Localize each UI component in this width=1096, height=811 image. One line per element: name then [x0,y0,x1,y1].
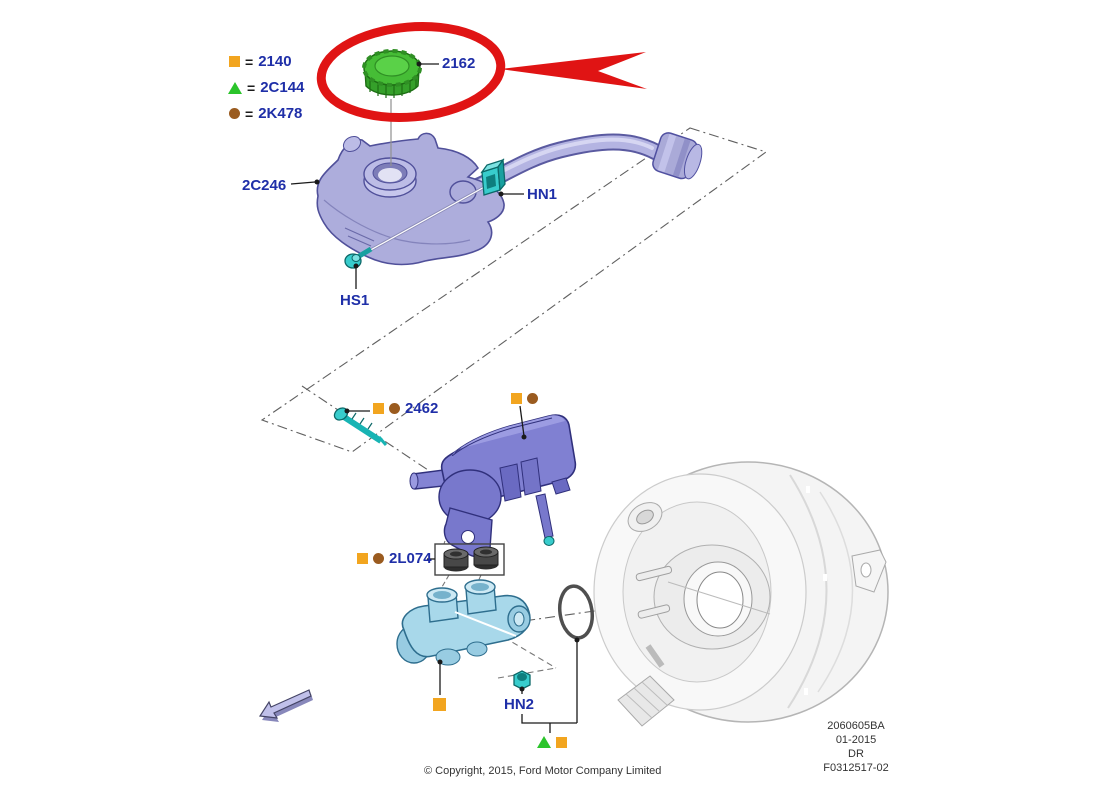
fluid-reservoir-lower-part [409,414,577,558]
reservoir-cap-part [362,49,422,98]
master-cylinder-part [396,579,531,666]
leader-dots [314,61,580,692]
callout-2L074-row: 2L074 [357,550,432,567]
booster-fastener-markers [537,736,567,748]
lower-reservoir-markers [511,393,538,404]
hex-nut-part [513,670,531,690]
o-ring-part [557,584,595,640]
square-marker-icon [373,403,384,414]
drawing-number: 2060605BA [827,720,885,732]
highlight-circle [316,21,506,123]
circle-marker-icon [373,553,384,564]
drawing-revision: DR [848,748,864,760]
legend-equals: = [245,53,254,70]
callout-2L074[interactable]: 2L074 [389,550,432,567]
drawing-info-block: 2060605BA 01-2015 DR F0312517-02 [797,719,915,775]
direction-arrow [258,689,313,722]
legend-equals: = [247,79,256,96]
fluid-reservoir-top-part [316,132,505,266]
figure-number: F0312517-02 [823,762,889,774]
push-pin-part [333,407,388,446]
circle-marker-icon [389,403,400,414]
legend-code-2140: 2140 [258,53,292,70]
legend-equals: = [245,105,254,122]
clip-nut-part [480,158,506,196]
drawing-date: 01-2015 [835,734,877,746]
callout-2462[interactable]: 2462 [405,400,439,417]
callout-2C246[interactable]: 2C246 [242,177,287,194]
legend-code-2K478: 2K478 [258,105,303,122]
copyright-text: © Copyright, 2015, Ford Motor Company Li… [424,765,662,777]
highlight-arrow-icon [500,52,647,89]
brake-booster-part [593,461,889,727]
master-cylinder-marker [433,698,446,711]
grommets-part [434,543,505,576]
callout-HS1[interactable]: HS1 [340,292,370,309]
legend-row-2K478: = 2K478 [229,105,302,122]
legend-row-2140: = 2140 [229,53,292,70]
square-marker-icon [556,736,567,748]
callout-HN1[interactable]: HN1 [527,186,558,203]
hose-connector [652,132,703,180]
fastener-axis-line [357,99,498,259]
square-marker-icon [229,56,240,67]
callout-2162[interactable]: 2162 [442,55,476,72]
square-marker-icon [433,698,446,711]
leader-lines [290,63,578,733]
circle-marker-icon [527,393,538,404]
triangle-marker-icon [537,736,551,748]
callout-HN2[interactable]: HN2 [504,696,535,713]
legend-code-2C144: 2C144 [260,79,305,96]
circle-marker-icon [229,108,240,119]
legend-row-2C144: = 2C144 [228,79,304,96]
callout-2462-row: 2462 [373,400,438,417]
square-marker-icon [511,393,522,404]
square-marker-icon [357,553,368,564]
triangle-marker-icon [228,81,242,94]
